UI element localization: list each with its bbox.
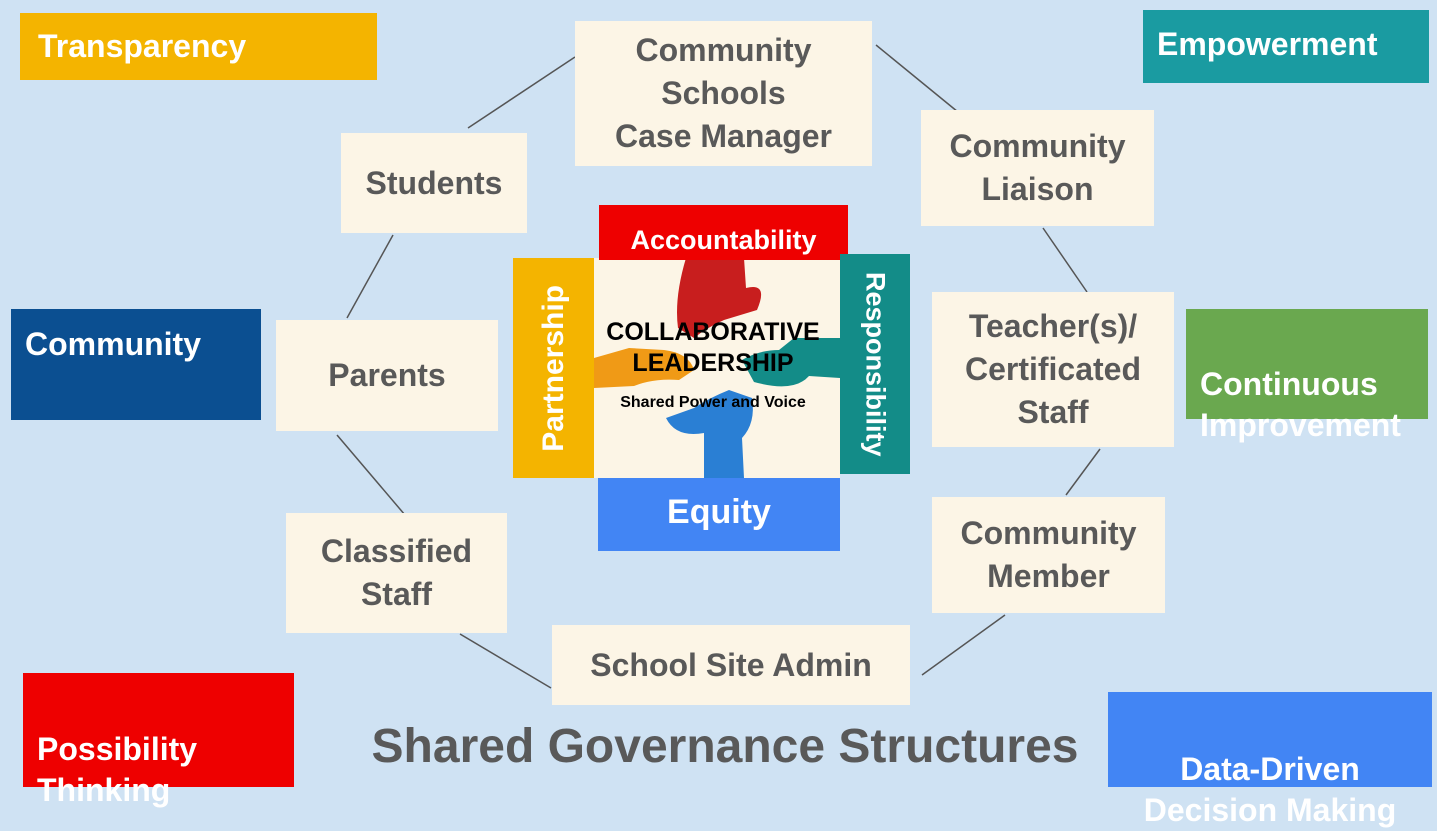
equity-bar: Equity: [598, 478, 840, 551]
community-label: Community: [25, 326, 201, 362]
node-students: Students: [341, 133, 527, 233]
continuous-improvement-label: Continuous Improvement: [1200, 366, 1401, 443]
hands-icon: [594, 258, 840, 478]
continuous-improvement-box: Continuous Improvement: [1186, 309, 1428, 443]
page-title: Shared Governance Structures: [371, 720, 1079, 773]
possibility-thinking-box: Possibility Thinking: [23, 673, 294, 808]
node-site-admin: School Site Admin: [552, 625, 910, 705]
transparency-label: Transparency: [38, 28, 247, 64]
node-teachers: Teacher(s)/ Certificated Staff: [932, 292, 1174, 447]
node-classified-staff: Classified Staff: [286, 513, 507, 633]
node-parents: Parents: [276, 320, 498, 431]
responsibility-bar: Responsibility: [840, 254, 910, 474]
node-classified-staff-label: Classified Staff: [320, 533, 473, 612]
partnership-label: Partnership: [536, 284, 570, 452]
connector-lines: [336, 44, 1101, 689]
node-parents-label: Parents: [328, 357, 446, 393]
node-teachers-label: Teacher(s)/ Certificated Staff: [964, 308, 1142, 430]
equity-label: Equity: [667, 493, 771, 531]
center-heading: COLLABORATIVE LEADERSHIP: [606, 318, 820, 377]
responsibility-label: Responsibility: [860, 271, 891, 457]
node-community-liaison-label: Community Liaison: [949, 128, 1126, 207]
node-case-manager-label: Community Schools Case Manager: [615, 32, 832, 154]
node-community-liaison: Community Liaison: [921, 110, 1154, 226]
node-site-admin-label: School Site Admin: [590, 646, 872, 683]
node-students-label: Students: [365, 164, 503, 201]
accountability-label: Accountability: [630, 225, 817, 255]
partnership-bar: Partnership: [513, 258, 594, 478]
node-community-member: Community Member: [932, 497, 1165, 613]
community-box: Community: [11, 309, 261, 420]
center-subheading: Shared Power and Voice: [620, 394, 806, 411]
empowerment-label: Empowerment: [1157, 26, 1378, 62]
data-driven-box: Data-Driven Decision Making: [1108, 692, 1432, 828]
node-case-manager: Community Schools Case Manager: [575, 21, 872, 166]
accountability-bar: Accountability: [599, 205, 848, 260]
possibility-thinking-label: Possibility Thinking: [37, 731, 198, 808]
data-driven-label: Data-Driven Decision Making: [1143, 751, 1397, 828]
transparency-box: Transparency: [20, 13, 377, 80]
node-community-member-label: Community Member: [960, 515, 1137, 594]
empowerment-box: Empowerment: [1143, 10, 1429, 83]
